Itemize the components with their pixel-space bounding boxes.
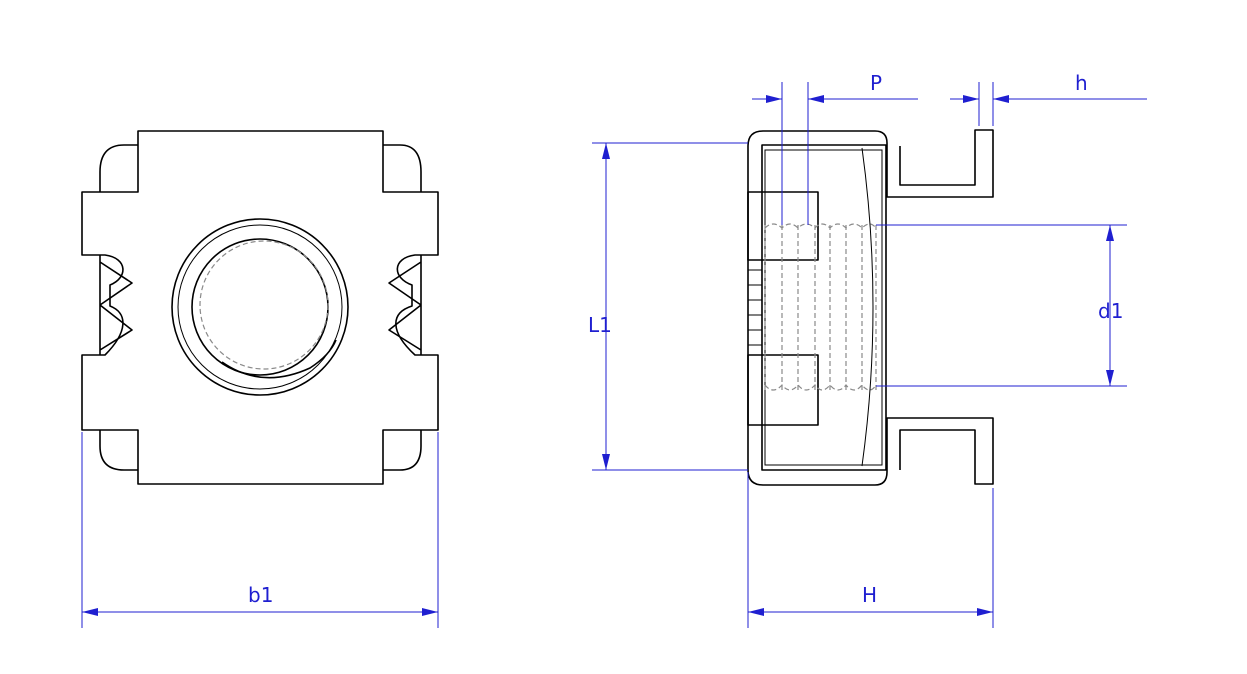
nut-side-curve [861,147,874,467]
d1-arrow-top [1106,225,1114,241]
thread-root-hidden-circle [199,240,329,370]
b1-arrow-left [82,608,98,616]
bottom-left-tab [99,430,138,471]
bottom-right-tab [383,430,422,471]
hidden-thread-lines [764,223,877,392]
front-view [81,130,439,485]
thread-start-arc [221,339,337,379]
d1-label: d1 [1098,299,1123,323]
retainer-tab-bottom [747,354,819,426]
dimension-b1: b1 [81,432,439,628]
right-side-notch [388,255,422,355]
h-arrow-left [963,95,979,103]
b1-arrow-right [422,608,438,616]
retainer-slots [748,269,762,346]
P-label: P [870,71,882,95]
dimension-L1: L1 [588,142,748,471]
L1-arrow-top [602,143,610,159]
dimension-H: H [747,472,994,628]
h-arrow-right [993,95,1009,103]
cage-clip-outline [747,129,994,486]
L1-arrow-bottom [602,454,610,470]
dimension-d1: d1 [876,224,1127,387]
H-arrow-left [748,608,764,616]
P-arrow-right [808,95,824,103]
nut-body [761,144,887,471]
top-right-tab [383,144,422,192]
thread-bore-circle [191,238,329,376]
H-label: H [862,583,877,607]
top-left-tab [99,144,138,192]
h-label: h [1075,71,1088,95]
dimension-h: h [950,71,1147,126]
P-arrow-left [766,95,782,103]
front-view-outline [81,130,439,485]
d1-arrow-bottom [1106,370,1114,386]
H-arrow-right [977,608,993,616]
thread-collar-circle [177,224,343,390]
L1-label: L1 [588,313,612,337]
b1-label: b1 [248,583,273,607]
thread-outer-circle [171,218,349,396]
dimension-P: P [752,71,918,225]
side-view [747,129,994,486]
left-side-notch [99,255,133,355]
